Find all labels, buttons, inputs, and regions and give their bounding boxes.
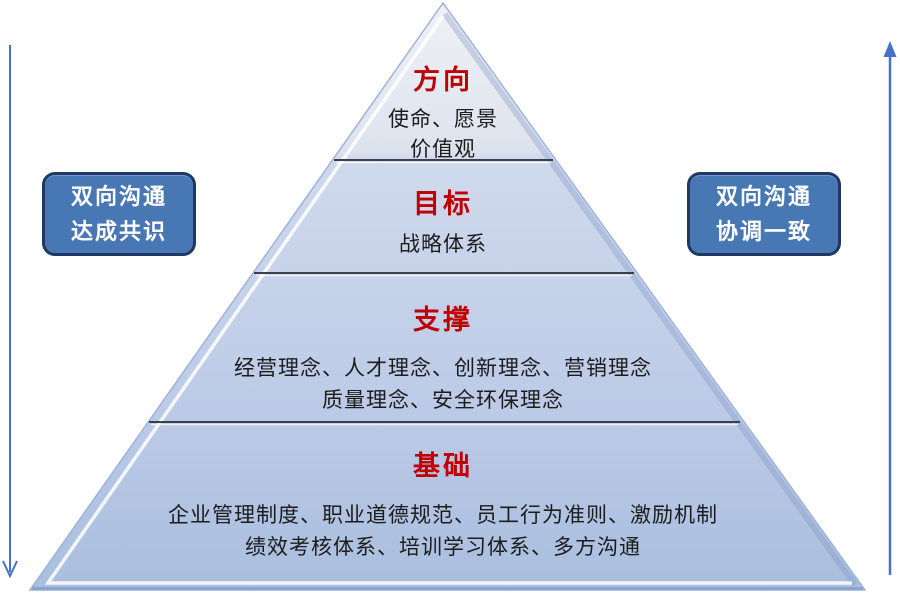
level-3-title: 支撑 [413,305,473,335]
down-arrow-icon [2,45,18,579]
right-label-line-2: 协调一致 [715,218,812,244]
level-1-line-2: 价值观 [410,137,476,161]
pyramid-right-shadow [442,12,858,587]
level-2-title: 目标 [413,189,473,219]
left-label-line-2: 达成共识 [70,218,167,244]
up-arrow-icon [883,41,897,575]
right-label-line-1: 双向沟通 [715,183,812,209]
pyramid-bevel-highlight [44,14,852,585]
level-4-line-1: 企业管理制度、职业道德规范、员工行为准则、激励机制 [168,503,718,527]
level-3-line-1: 经营理念、人才理念、创新理念、营销理念 [234,356,652,380]
level-2-line-1: 战略体系 [399,232,487,256]
level-1-title: 方向 [413,65,473,95]
level-1-line-1: 使命、愿景 [388,107,498,131]
level-4-title: 基础 [413,451,473,481]
left-communication-label: 双向沟通 达成共识 [42,172,196,256]
level-3-line-2: 质量理念、安全环保理念 [322,388,564,412]
left-label-line-1: 双向沟通 [70,183,167,209]
right-communication-label: 双向沟通 协调一致 [687,172,841,256]
level-4-line-2: 绩效考核体系、培训学习体系、多方沟通 [245,535,641,559]
